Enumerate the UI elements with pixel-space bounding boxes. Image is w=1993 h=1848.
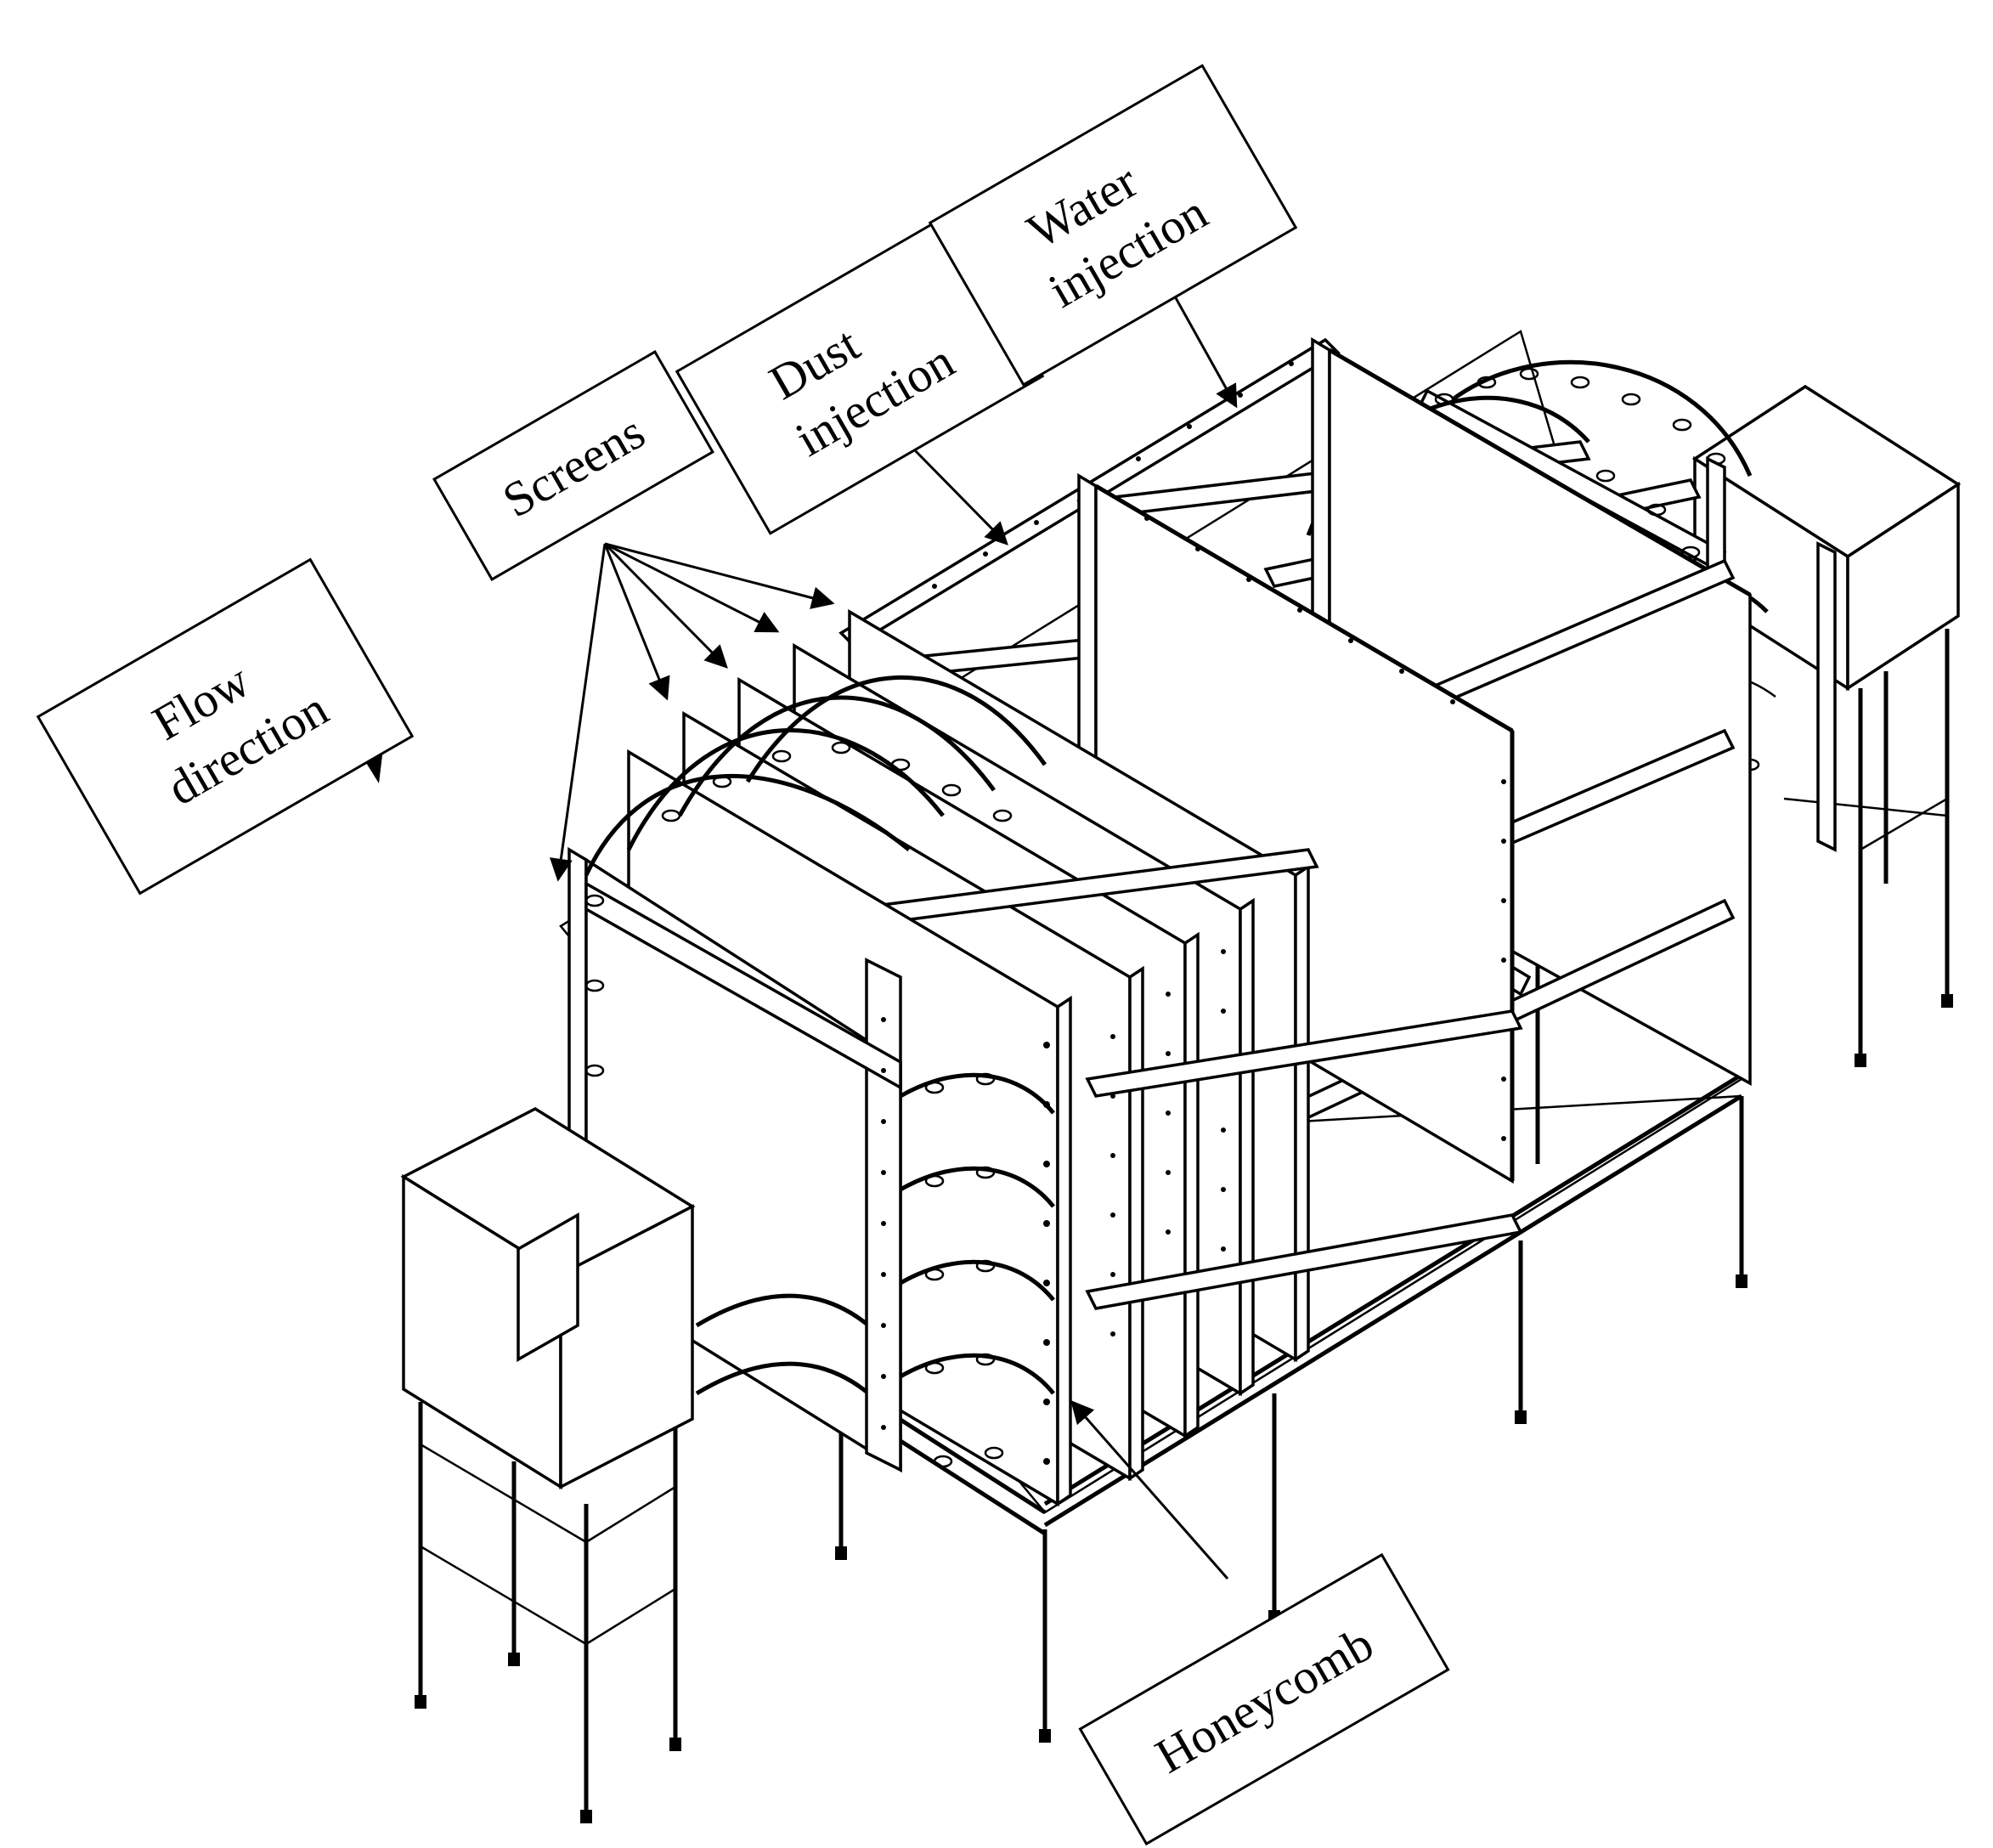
label-water-injection: Water injection: [928, 64, 1298, 387]
leader-arrows: [549, 273, 1238, 1580]
label-honeycomb: Honeycomb: [1078, 1552, 1450, 1846]
label-dust-injection: Dust injection: [675, 212, 1045, 535]
outlet-stand: [1691, 384, 1962, 1058]
label-flow-direction: Flow direction: [36, 557, 415, 896]
label-screens: Screens: [432, 350, 714, 581]
inlet-stand: [400, 994, 1953, 1823]
base-frame: [559, 330, 1744, 1733]
